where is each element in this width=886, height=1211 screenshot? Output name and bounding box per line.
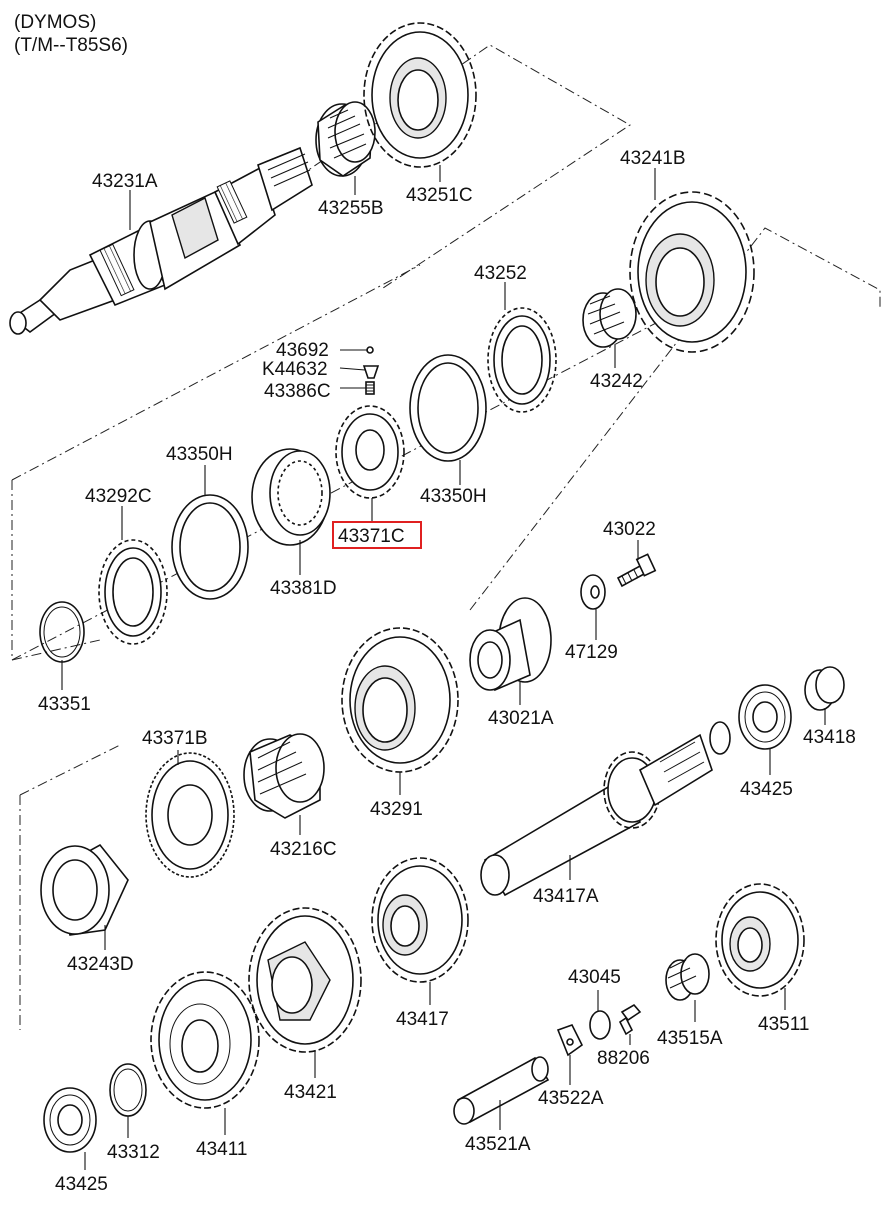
part-label[interactable]: 47129: [565, 642, 618, 663]
needle-bearing-43242: [582, 288, 637, 348]
part-label[interactable]: 43417A: [533, 886, 599, 907]
leader-lines: [61, 165, 826, 1170]
countershaft-43417a: [480, 721, 731, 897]
bearing-43425-lower: [43, 1087, 97, 1153]
gear-43241b: [629, 191, 755, 353]
snap-ring-43351: [39, 601, 85, 663]
part-label[interactable]: 43371B: [142, 728, 208, 749]
part-label[interactable]: 43292C: [85, 486, 152, 507]
part-label[interactable]: 43692: [276, 340, 329, 361]
ring-43350h-upper: [409, 354, 487, 462]
part-label[interactable]: 43243D: [67, 954, 134, 975]
main-shaft: [9, 146, 313, 335]
part-label[interactable]: 43417: [396, 1009, 449, 1030]
part-label[interactable]: 43425: [740, 779, 793, 800]
detent-parts: [362, 346, 380, 395]
part-label[interactable]: 43351: [38, 694, 91, 715]
part-label[interactable]: 43242: [590, 371, 643, 392]
hub-43371c: [335, 405, 405, 499]
part-label[interactable]: 43381D: [270, 578, 337, 599]
hub-43371b: [145, 752, 235, 878]
plate-43045-bolt-88206: [589, 1003, 642, 1040]
part-label[interactable]: 43522A: [538, 1088, 604, 1109]
part-label[interactable]: 43241B: [620, 148, 686, 169]
gear-43421: [248, 907, 362, 1053]
bearing-43425-upper: [738, 684, 792, 750]
part-label[interactable]: 43291: [370, 799, 423, 820]
gear-43411: [150, 971, 260, 1109]
bearing-43243d: [40, 843, 129, 936]
header-line-1: (DYMOS): [14, 12, 97, 33]
part-label[interactable]: 43350H: [166, 444, 233, 465]
washer-47129: [580, 574, 606, 610]
part-label[interactable]: 43418: [803, 727, 856, 748]
part-label[interactable]: 43255B: [318, 198, 384, 219]
needle-bearing-43515a: [665, 953, 710, 1001]
gear-43291: [341, 627, 459, 773]
shaft-43521a: [453, 1056, 550, 1125]
highlight-box: [332, 521, 422, 549]
part-label[interactable]: 43251C: [406, 185, 473, 206]
bolt-43022: [616, 553, 657, 588]
part-label[interactable]: K44632: [262, 359, 328, 380]
retainer-43021a: [469, 597, 552, 692]
bushing-43418: [804, 666, 845, 711]
synchro-ring-43292c: [98, 539, 168, 645]
part-label[interactable]: 43231A: [92, 171, 158, 192]
snap-ring-43312: [109, 1063, 147, 1117]
part-label[interactable]: 43425: [55, 1174, 108, 1195]
part-label[interactable]: 43521A: [465, 1134, 531, 1155]
gear-43511: [715, 883, 805, 997]
part-label[interactable]: 43312: [107, 1142, 160, 1163]
part-label[interactable]: 43421: [284, 1082, 337, 1103]
header-line-2: (T/M--T85S6): [14, 35, 128, 56]
part-label[interactable]: 43515A: [657, 1028, 723, 1049]
synchro-ring-43252: [487, 307, 557, 413]
part-label[interactable]: 43386C: [264, 381, 331, 402]
gear-43417: [371, 857, 469, 983]
plate-43522a: [556, 1024, 584, 1057]
gear-43251c: [363, 22, 477, 168]
part-label[interactable]: 43511: [758, 1014, 809, 1035]
sleeve-43381d: [251, 448, 331, 546]
needle-bearing-43255b: [315, 101, 376, 177]
part-label[interactable]: 88206: [597, 1048, 650, 1069]
part-label[interactable]: 43045: [568, 967, 621, 988]
part-label[interactable]: 43411: [196, 1139, 247, 1160]
ring-43350h-lower: [171, 494, 249, 600]
part-label[interactable]: 43216C: [270, 839, 337, 860]
part-labels: 43231A 43255B 43251C 43241B 43252 43242 …: [38, 148, 856, 1195]
part-label[interactable]: 43350H: [420, 486, 487, 507]
part-label[interactable]: 43021A: [488, 708, 554, 729]
part-label[interactable]: 43252: [474, 263, 527, 284]
part-label-highlighted[interactable]: 43371C: [338, 526, 405, 547]
needle-bearing-43216c: [243, 733, 325, 819]
part-label[interactable]: 43022: [603, 519, 656, 540]
